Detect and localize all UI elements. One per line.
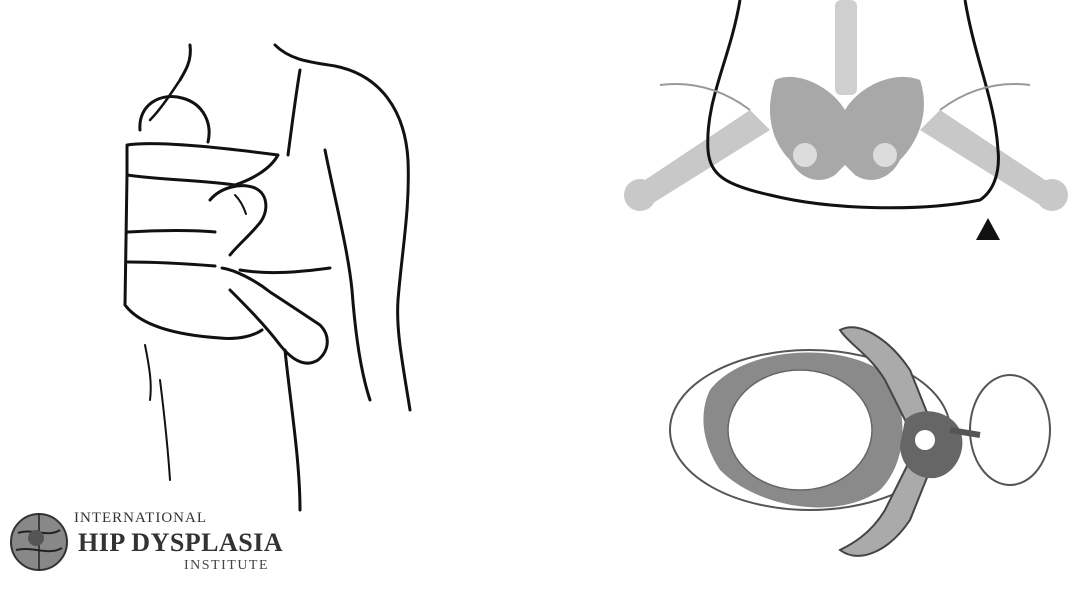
hip-top-view-illustration [650, 310, 1091, 591]
logo-text-line2: HIP DYSPLASIA [78, 528, 283, 558]
institute-logo: INTERNATIONAL HIP DYSPLASIA INSTITUTE [8, 498, 308, 586]
arrowhead-marker [976, 218, 1000, 240]
logo-text-line3: INSTITUTE [184, 558, 269, 574]
pelvis-xray-illustration [600, 0, 1091, 260]
globe-icon [8, 498, 70, 586]
logo-text-line1: INTERNATIONAL [74, 510, 207, 527]
